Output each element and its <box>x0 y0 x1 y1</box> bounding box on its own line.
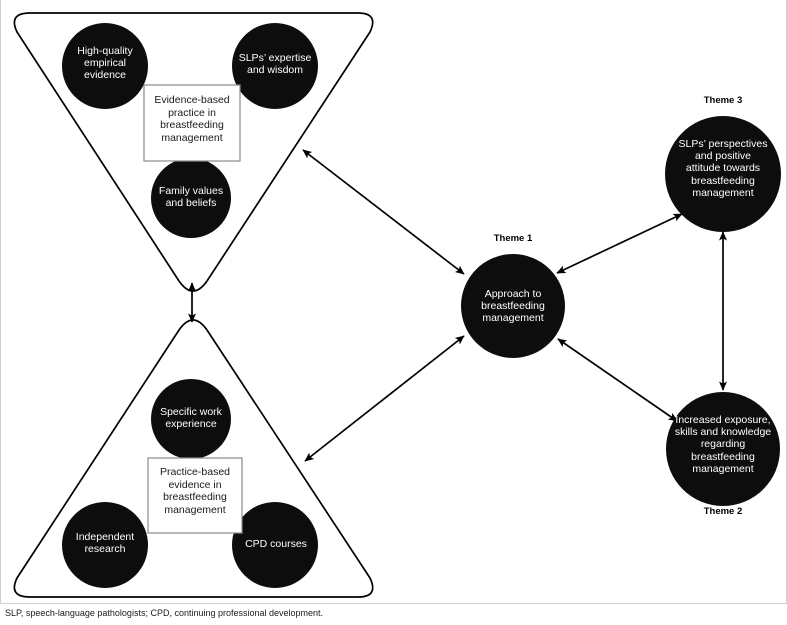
circle-theme-2 <box>666 392 780 506</box>
diagram-canvas <box>13 12 781 598</box>
connector-evidence-to-theme1 <box>302 149 465 275</box>
circle-theme-3 <box>665 116 781 232</box>
circle-family-values-and-beliefs <box>151 158 231 238</box>
theme-tag-1: Theme 1 <box>493 233 533 244</box>
circle-cpd-courses <box>232 502 318 588</box>
circle-high-quality-empirical-evidence <box>62 23 148 109</box>
circle-specific-work-experience <box>151 379 231 459</box>
connector-practice-to-theme1 <box>304 335 465 462</box>
circle-slps-expertise-and-wisdom <box>232 23 318 109</box>
connector-theme2-to-theme1 <box>557 338 678 422</box>
theme-tag-3: Theme 3 <box>703 95 743 106</box>
label-practice-based-evidence: Practice-based evidence in breastfeeding… <box>159 466 231 516</box>
box-practice-based-evidence <box>147 457 243 534</box>
circle-theme-1 <box>461 254 565 358</box>
box-evidence-based-practice <box>143 84 241 162</box>
circle-independent-research <box>62 502 148 588</box>
figure-caption: SLP, speech-language pathologists; CPD, … <box>5 608 324 618</box>
label-evidence-based-practice: Evidence-based practice in breastfeeding… <box>154 94 230 144</box>
connector-theme3-to-theme1 <box>556 213 683 274</box>
theme-tag-2: Theme 2 <box>703 506 743 517</box>
